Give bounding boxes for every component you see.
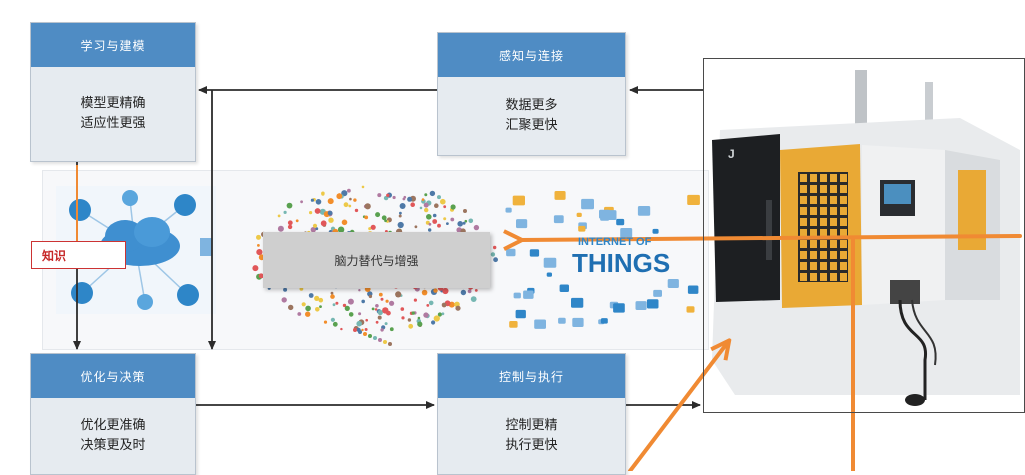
knowledge-label: 知识 xyxy=(31,241,126,269)
brain-label: 脑力替代与增强 xyxy=(263,232,490,288)
learning-modeling-title: 学习与建模 xyxy=(31,23,195,67)
control-execution-box: 控制与执行 控制更精 执行更快 xyxy=(437,353,626,475)
sensing-connection-title: 感知与连接 xyxy=(438,33,625,77)
optimization-line-2: 决策更及时 xyxy=(80,438,146,453)
sensing-line-2: 汇聚更快 xyxy=(505,118,558,133)
optimization-decision-box: 优化与决策 优化更准确 决策更及时 xyxy=(30,353,196,475)
cloud-network-icon xyxy=(56,186,216,314)
optimization-line-1: 优化更准确 xyxy=(80,418,146,433)
learning-modeling-box: 学习与建模 模型更精确 适应性更强 xyxy=(30,22,196,162)
machine-frame xyxy=(703,58,1025,413)
learning-line-1: 模型更精确 xyxy=(80,96,146,111)
control-line-2: 执行更快 xyxy=(505,438,558,453)
svg-text:J: J xyxy=(728,147,735,161)
iot-small-title: INTERNET OF xyxy=(578,236,652,248)
cnc-machine-image: J xyxy=(712,70,1020,406)
orange-annotation-arrows xyxy=(520,236,1022,471)
optimization-decision-title: 优化与决策 xyxy=(31,354,195,398)
control-execution-title: 控制与执行 xyxy=(438,354,625,398)
iot-things-title: THINGS xyxy=(572,248,671,278)
iot-icons xyxy=(505,191,700,329)
sensing-line-1: 数据更多 xyxy=(505,98,558,113)
control-line-1: 控制更精 xyxy=(505,418,558,433)
learning-line-2: 适应性更强 xyxy=(80,116,146,131)
sensing-connection-box: 感知与连接 数据更多 汇聚更快 xyxy=(437,32,626,156)
